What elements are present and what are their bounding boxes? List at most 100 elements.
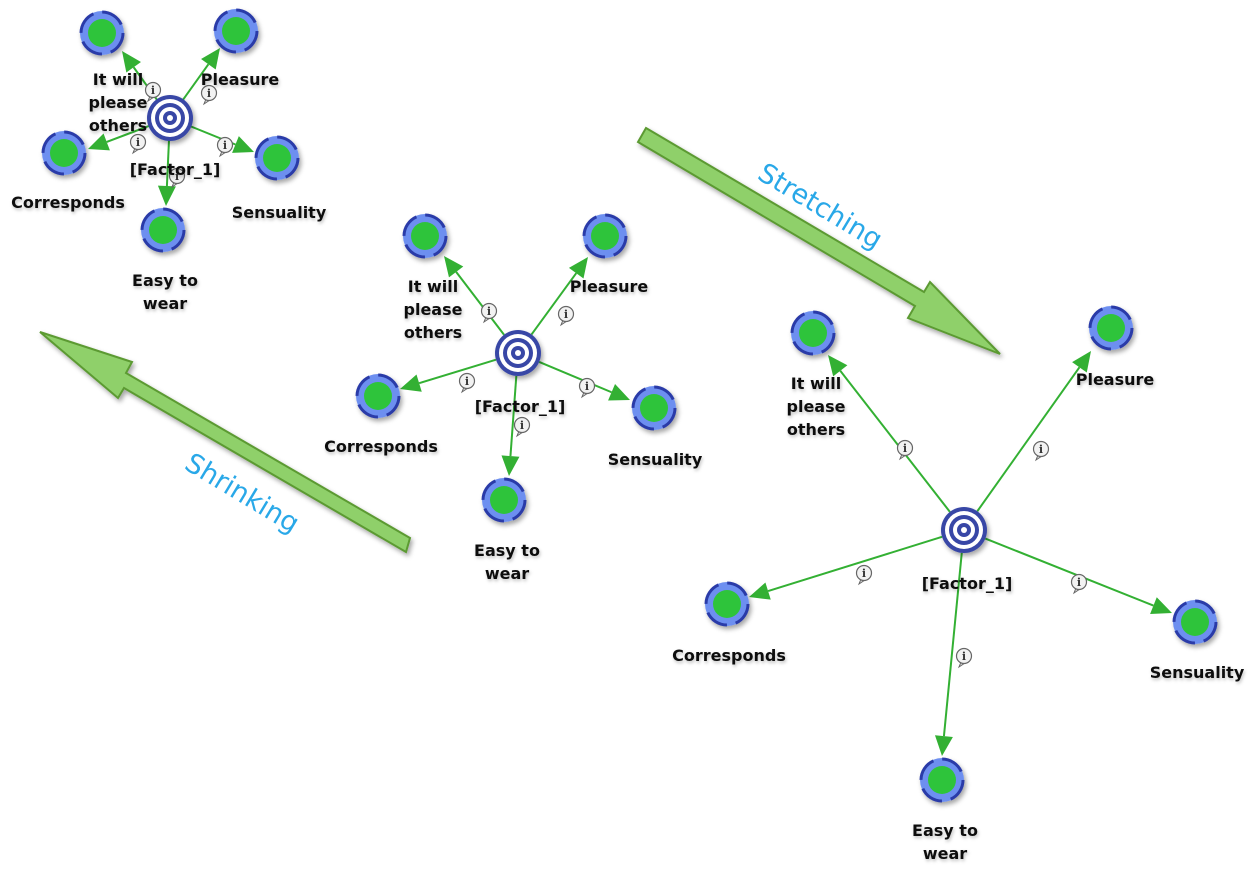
construct-node-icon[interactable] (1172, 599, 1218, 645)
edge-arrowhead (828, 355, 848, 377)
relation-edge[interactable] (157, 139, 176, 206)
info-icon[interactable]: i (168, 167, 186, 189)
construct-node-icon[interactable] (254, 135, 300, 181)
edge-arrowhead (934, 735, 953, 756)
relation-edge[interactable] (88, 124, 150, 151)
construct-node-icon[interactable] (41, 130, 87, 176)
relation-edge[interactable] (181, 48, 220, 101)
construct-label-pleasure: Pleasure (201, 70, 280, 89)
info-glyph: i (175, 170, 179, 183)
construct-label-pleasure: Pleasure (570, 277, 649, 296)
relation-edge[interactable] (828, 355, 951, 513)
relation-edge[interactable] (538, 360, 630, 401)
info-icon[interactable]: i (480, 302, 498, 324)
factor-target-icon[interactable] (495, 330, 541, 376)
shrinking-label: Shrinking (179, 447, 304, 539)
info-glyph: i (564, 308, 568, 321)
construct-label-corresponds: Corresponds (11, 193, 125, 212)
construct-node-icon[interactable] (790, 310, 836, 356)
info-icon[interactable]: i (557, 305, 575, 327)
info-glyph: i (1039, 443, 1043, 456)
construct-label-corresponds: Corresponds (324, 437, 438, 456)
info-glyph: i (151, 84, 155, 97)
factor-label: [Factor_1] (475, 397, 566, 416)
construct-node-icon[interactable] (704, 581, 750, 627)
factor-target-icon[interactable] (941, 507, 987, 553)
construct-node-icon[interactable] (79, 10, 125, 56)
construct-label-sensuality: Sensuality (1150, 663, 1245, 682)
info-glyph: i (862, 567, 866, 580)
edge-arrowhead (122, 51, 141, 73)
edge-arrowhead (501, 455, 520, 476)
info-icon[interactable]: i (513, 416, 531, 438)
info-icon[interactable]: i (458, 372, 476, 394)
construct-label-corresponds: Corresponds (672, 646, 786, 665)
info-glyph: i (903, 442, 907, 455)
relation-edge[interactable] (530, 257, 588, 336)
shrinking-arrow-shape (39, 331, 412, 554)
relation-edge[interactable] (444, 256, 505, 336)
info-icon[interactable]: i (129, 133, 147, 155)
construct-node-icon[interactable] (402, 213, 448, 259)
edge-arrowhead (608, 383, 630, 401)
factor-label: [Factor_1] (922, 574, 1013, 593)
info-icon[interactable]: i (200, 84, 218, 106)
edge-arrowhead (232, 136, 254, 153)
construct-node-icon[interactable] (355, 373, 401, 419)
info-icon[interactable]: i (144, 81, 162, 103)
relation-edge[interactable] (501, 375, 520, 476)
info-icon[interactable]: i (896, 439, 914, 461)
edge-arrowhead (568, 257, 588, 279)
construct-node-icon[interactable] (582, 213, 628, 259)
construct-node-icon[interactable] (481, 477, 527, 523)
construct-node-icon[interactable] (140, 207, 186, 253)
construct-label-sensuality: Sensuality (608, 450, 703, 469)
info-icon[interactable]: i (578, 377, 596, 399)
info-glyph: i (207, 87, 211, 100)
construct-label-sensuality: Sensuality (232, 203, 327, 222)
info-icon[interactable]: i (855, 564, 873, 586)
info-glyph: i (520, 419, 524, 432)
info-glyph: i (223, 139, 227, 152)
edge-arrowhead (749, 582, 771, 600)
info-icon[interactable]: i (1070, 573, 1088, 595)
construct-node-icon[interactable] (213, 8, 259, 54)
edge-arrowhead (201, 48, 220, 70)
edge-arrowhead (88, 133, 110, 151)
edge-arrowhead (1072, 351, 1091, 373)
info-glyph: i (962, 650, 966, 663)
edge-arrowhead (157, 185, 176, 206)
info-glyph: i (487, 305, 491, 318)
relation-edge[interactable] (934, 552, 963, 756)
info-icon[interactable]: i (1032, 440, 1050, 462)
relation-edge[interactable] (984, 537, 1172, 614)
info-icon[interactable]: i (216, 136, 234, 158)
info-glyph: i (1077, 576, 1081, 589)
edge-arrowhead (444, 256, 464, 278)
info-glyph: i (465, 375, 469, 388)
edge-arrowhead (1150, 597, 1172, 614)
info-glyph: i (585, 380, 589, 393)
construct-node-icon[interactable] (919, 757, 965, 803)
edge-arrowhead (400, 374, 422, 392)
construct-node-icon[interactable] (1088, 305, 1134, 351)
construct-label-pleasure: Pleasure (1076, 370, 1155, 389)
relation-edge[interactable] (400, 358, 497, 392)
factor-label: [Factor_1] (130, 160, 221, 179)
construct-node-icon[interactable] (631, 385, 677, 431)
stretching-arrow-shape (636, 126, 1001, 355)
relation-edge[interactable] (749, 535, 943, 600)
relation-edge[interactable] (976, 351, 1091, 512)
factor-target-icon[interactable] (147, 95, 193, 141)
info-icon[interactable]: i (955, 647, 973, 669)
